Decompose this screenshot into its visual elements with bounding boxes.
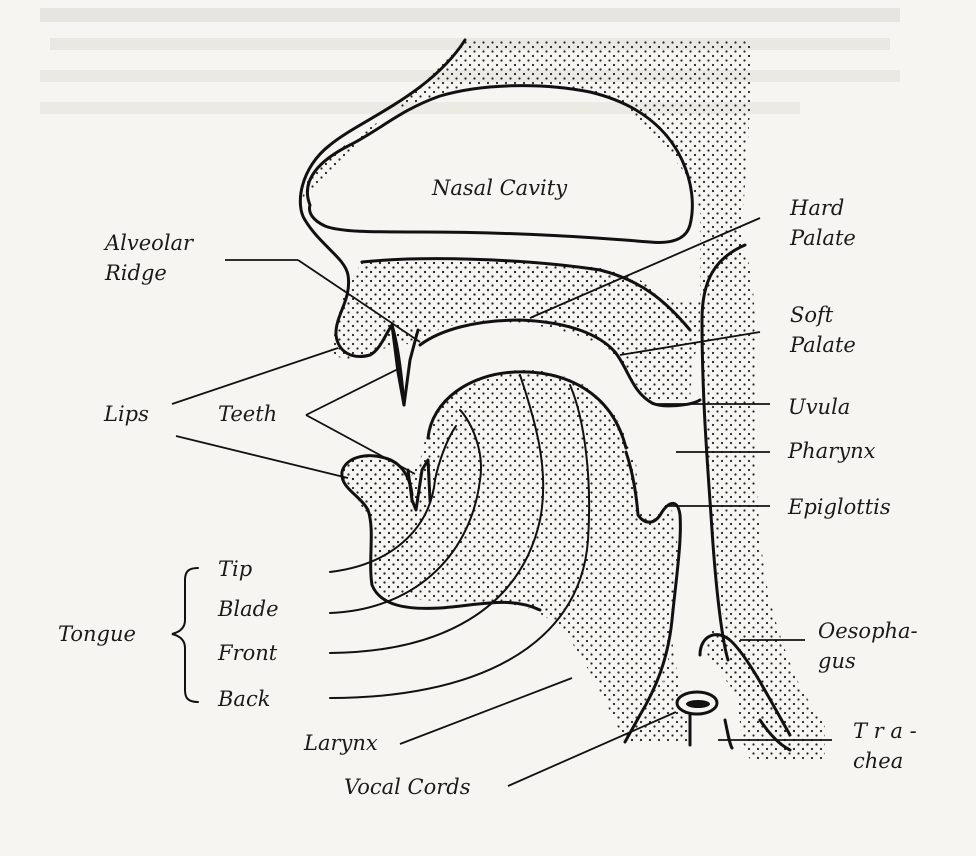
leader-alveolar-ridge-b [297, 259, 421, 343]
label-vocal-cords: Vocal Cords [344, 775, 471, 799]
pharynx-wall-tissue [700, 40, 825, 760]
leader-lips-upper [171, 347, 339, 405]
label-alveolar-ridge-2: Ridge [104, 261, 167, 285]
lower-lip-tissue [342, 455, 420, 600]
pharynx-back-wall [700, 243, 747, 662]
label-trachea-2: chea [853, 749, 903, 773]
larynx-tissue [625, 640, 690, 742]
label-blade: Blade [217, 597, 279, 621]
tongue-arc-tip [329, 425, 457, 573]
label-tip: Tip [218, 557, 252, 581]
nasal-cavity-outline [305, 84, 694, 244]
label-hard-palate-2: Palate [789, 226, 856, 250]
label-teeth: Teeth [218, 402, 277, 426]
leader-teeth-lower [305, 414, 416, 475]
label-alveolar-ridge-1: Alveolar [103, 231, 195, 255]
tongue-arc-back [329, 384, 591, 699]
oesophagus-tissue [700, 631, 820, 748]
leader-larynx [399, 677, 573, 745]
label-tongue: Tongue [58, 622, 136, 646]
label-hard-palate-1: Hard [789, 196, 844, 220]
label-uvula: Uvula [788, 395, 850, 419]
label-larynx: Larynx [303, 731, 378, 755]
upper-teeth [390, 323, 420, 407]
label-soft-palate-2: Palate [789, 333, 856, 357]
tongue-outline [426, 370, 628, 450]
palate-tissue [362, 259, 695, 400]
leader-hard-palate [529, 217, 761, 319]
label-epiglottis: Epiglottis [787, 495, 891, 519]
label-oesophagus-2: gus [818, 649, 856, 673]
label-lips: Lips [103, 402, 149, 426]
palate-upper-line [360, 257, 692, 332]
oesophagus-outline [698, 633, 792, 737]
label-nasal-cavity: Nasal Cavity [431, 176, 568, 200]
face-profile [298, 38, 467, 407]
label-pharynx: Pharynx [787, 439, 876, 463]
label-oesophagus-1: Oesopha- [818, 619, 918, 643]
tongue-arc-blade [329, 409, 482, 614]
leader-soft-palate [619, 331, 761, 356]
label-soft-palate-1: Soft [790, 303, 834, 327]
tongue-brace [171, 567, 199, 703]
vocal-cords-slit [686, 700, 710, 708]
tongue-arc-front [329, 374, 545, 654]
pharynx-front-wall [623, 450, 682, 744]
label-back: Back [217, 687, 270, 711]
leader-vocal-cords [507, 711, 677, 787]
trachea-outline [723, 718, 792, 752]
leader-teeth-upper [305, 367, 401, 416]
label-trachea-1: T r a - [853, 719, 917, 743]
leader-lips-lower [175, 435, 349, 479]
label-front: Front [217, 641, 278, 665]
